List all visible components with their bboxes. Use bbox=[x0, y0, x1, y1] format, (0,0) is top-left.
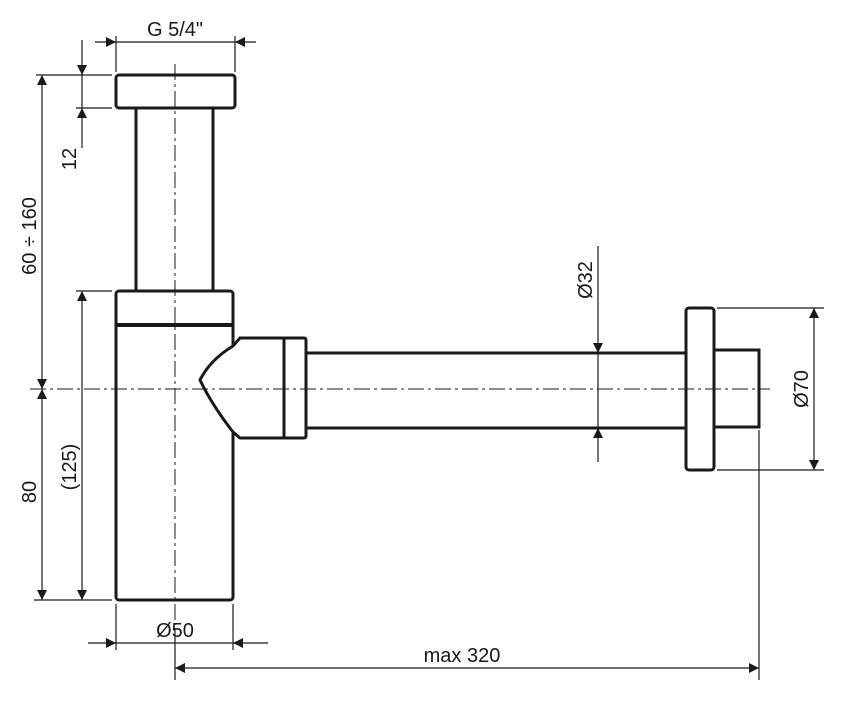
dimension-outlet-height: 80 bbox=[19, 389, 47, 600]
dimension-height-range: 60 ÷ 160 bbox=[19, 75, 47, 389]
outlet-height-label: 80 bbox=[19, 481, 41, 503]
height-range-label: 60 ÷ 160 bbox=[19, 197, 41, 275]
dimension-nut-height: 12 bbox=[59, 40, 87, 170]
dimension-body-diameter: Ø50 bbox=[88, 620, 268, 648]
dimension-body-height: (125) bbox=[59, 291, 87, 600]
dimension-thread: G 5/4" bbox=[95, 19, 256, 47]
body-diameter-label: Ø50 bbox=[156, 620, 194, 642]
outlet-pipe bbox=[300, 351, 688, 430]
dimension-max-length: max 320 bbox=[175, 645, 759, 673]
dimension-rosette-diameter: Ø70 bbox=[791, 308, 819, 470]
thread-label: G 5/4" bbox=[147, 19, 203, 41]
body-height-label: (125) bbox=[59, 444, 81, 491]
rosette-diameter-label: Ø70 bbox=[791, 370, 813, 408]
center-lines bbox=[30, 64, 770, 625]
dimension-pipe-diameter: Ø32 bbox=[575, 246, 603, 462]
connection-nut bbox=[282, 336, 308, 440]
extension-lines bbox=[34, 36, 824, 680]
nut-height-label: 12 bbox=[59, 148, 81, 170]
pipe-diameter-label: Ø32 bbox=[575, 261, 597, 299]
siphon-parts bbox=[114, 73, 761, 602]
max-length-label: max 320 bbox=[424, 645, 501, 667]
